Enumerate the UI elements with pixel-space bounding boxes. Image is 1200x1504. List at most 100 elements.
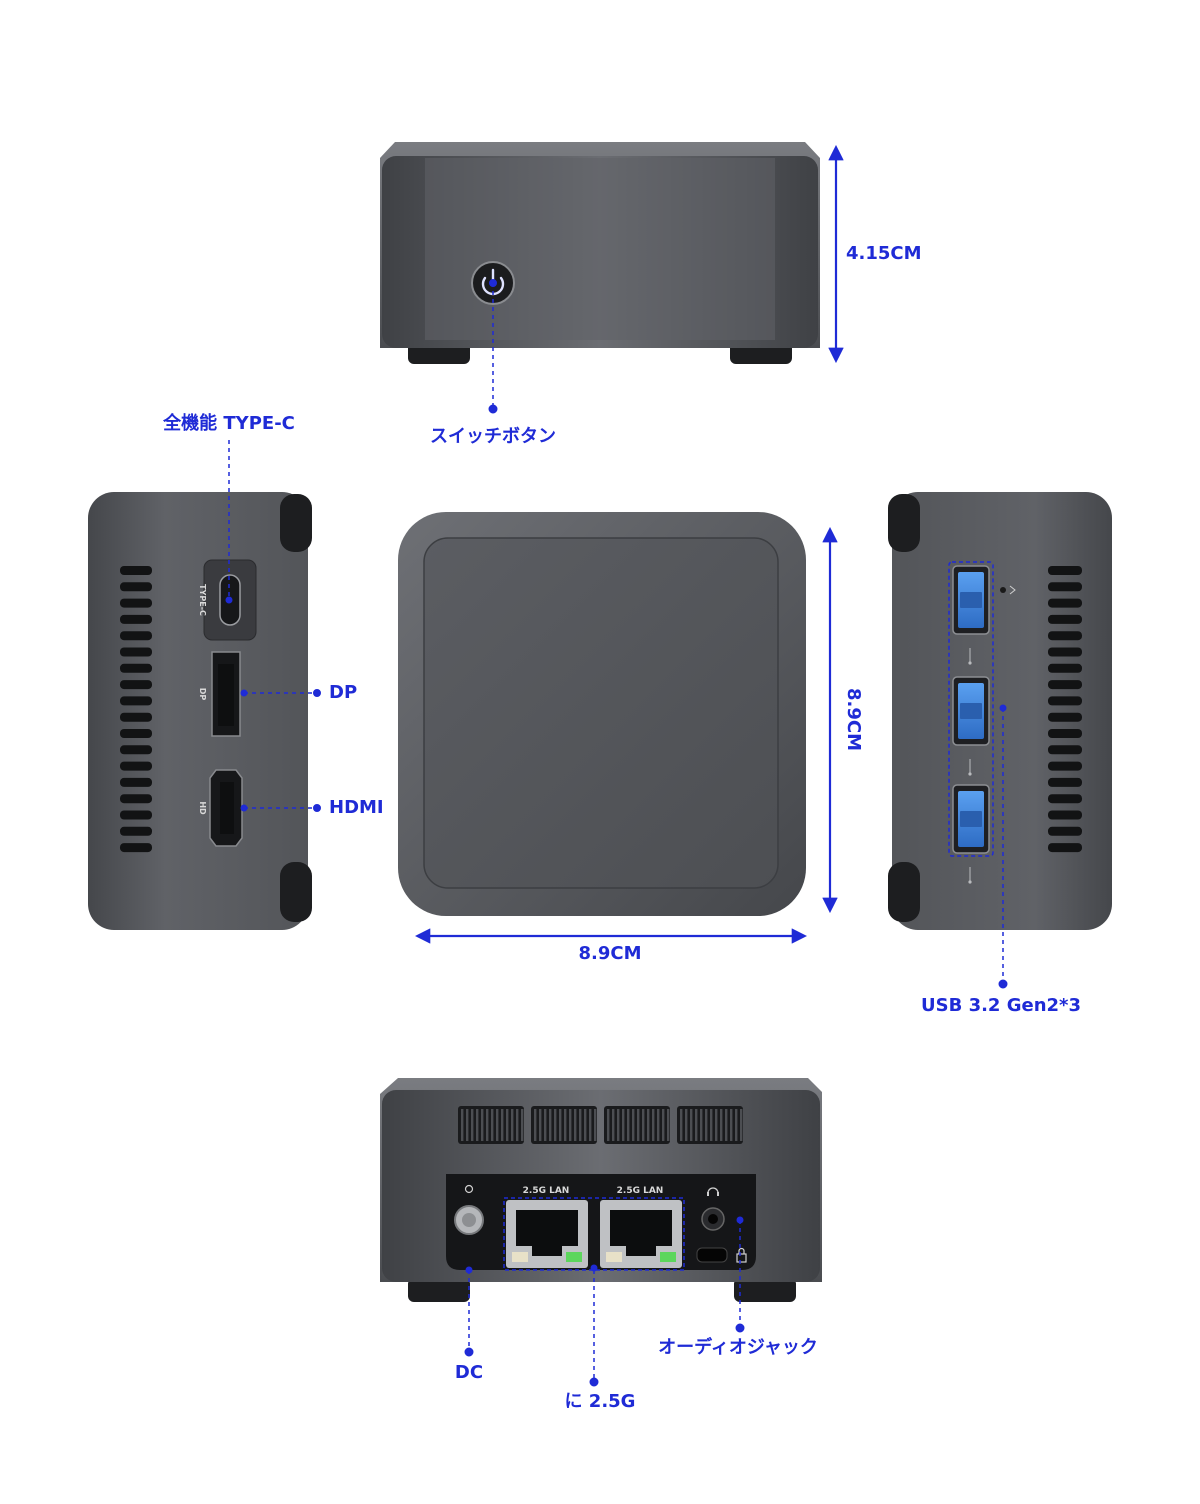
hdmi-callout-dot (240, 804, 248, 812)
hdmi-port[interactable] (209, 769, 243, 847)
vent-slot (1048, 794, 1082, 804)
usb-icon (968, 867, 972, 884)
dc-callout-dot (465, 1266, 473, 1274)
vent-slot (1048, 614, 1082, 624)
usb-callout-end (998, 979, 1008, 989)
right-side-view (888, 492, 1112, 930)
dp-port[interactable] (211, 651, 241, 737)
typec-print: TYPE-C (198, 584, 207, 616)
lock-icon (736, 1247, 747, 1263)
vent-slot (1048, 663, 1082, 673)
top-surface (423, 537, 779, 889)
left-vents (120, 566, 152, 853)
left-body (88, 492, 308, 930)
usb-ports (952, 565, 990, 884)
depth-label: 8.9CM (843, 688, 864, 752)
front-panel (425, 158, 775, 340)
vent-slot (1048, 826, 1082, 836)
kensington-lock-slot[interactable] (696, 1247, 728, 1263)
power-callout-end (488, 404, 498, 414)
vent-slot (1048, 843, 1082, 853)
dp-callout-end (313, 689, 321, 697)
audio-callout-end (735, 1323, 745, 1333)
hdmi-print: HD (198, 801, 207, 815)
vent-slot (1048, 696, 1082, 706)
left-side-view: TYPE-C DP HD (88, 492, 312, 930)
vent-slot (1048, 680, 1082, 690)
dc-callout-end (464, 1347, 474, 1357)
usb-a-port[interactable] (952, 676, 990, 746)
dc-label: DC (454, 1362, 484, 1383)
lan-callout-end (589, 1377, 599, 1387)
audio-jack[interactable] (701, 1207, 725, 1231)
vent-slot (1048, 761, 1082, 771)
typec-label: 全機能 TYPE-C (163, 413, 295, 434)
usb-label: USB 3.2 Gen2*3 (921, 995, 1081, 1016)
vent-slot (120, 810, 152, 820)
vent-slot (120, 843, 152, 853)
rear-foot-left (408, 1278, 470, 1302)
dp-print: DP (198, 688, 207, 701)
vent-slot (1048, 631, 1082, 641)
hdmi-label: HDMI (329, 797, 384, 818)
vent-slot (120, 826, 152, 836)
rear-grille-block (458, 1106, 524, 1144)
headphone-icon (707, 1187, 719, 1196)
lan-port-1[interactable] (506, 1200, 588, 1268)
usb-a-port[interactable] (952, 565, 990, 635)
vent-slot (1048, 745, 1082, 755)
right-foot-top (888, 494, 920, 552)
power-led-icon (1000, 585, 1016, 595)
vent-slot (120, 614, 152, 624)
audio-label: オーディオジャック (658, 1337, 818, 1358)
typec-callout-dot (225, 596, 233, 604)
audio-callout-dot (736, 1216, 744, 1224)
usb-highlight-box (948, 561, 994, 857)
vent-slot (1048, 729, 1082, 738)
front-view (380, 142, 820, 364)
vent-slot (120, 777, 152, 787)
usb-icon (968, 759, 972, 776)
vent-slot (120, 729, 152, 738)
vent-slot (120, 712, 152, 722)
right-foot-bottom (888, 862, 920, 922)
rear-grille-block (531, 1106, 597, 1144)
top-view (398, 512, 806, 916)
power-button-label: スイッチボタン (430, 426, 556, 447)
vent-slot (120, 582, 152, 592)
lan2-print: 2.5G LAN (617, 1186, 664, 1196)
vent-slot (1048, 777, 1082, 787)
rear-vents (458, 1106, 743, 1144)
hdmi-callout-end (313, 804, 321, 812)
vent-slot (120, 598, 152, 608)
usb-icon (968, 648, 972, 665)
vent-slot (120, 745, 152, 755)
rear-foot-right (734, 1278, 796, 1302)
vent-slot (120, 761, 152, 771)
vent-slot (120, 696, 152, 706)
width-label: 8.9CM (578, 943, 642, 964)
vent-slot (1048, 582, 1082, 592)
right-vents (1048, 566, 1082, 853)
vent-slot (120, 680, 152, 690)
lan-callout-dot (590, 1264, 598, 1272)
usb-a-port[interactable] (952, 784, 990, 854)
usb-callout-dot (999, 704, 1007, 712)
dc-jack[interactable] (454, 1205, 484, 1235)
power-callout-dot (489, 279, 497, 287)
lan-label: に 2.5G (564, 1391, 636, 1412)
lan1-print: 2.5G LAN (523, 1186, 570, 1196)
vent-slot (1048, 810, 1082, 820)
rear-view: 2.5G LAN 2.5G LAN (380, 1078, 822, 1302)
left-foot-top (280, 494, 312, 552)
lan-port-2[interactable] (600, 1200, 682, 1268)
vent-slot (1048, 647, 1082, 657)
vent-slot (1048, 712, 1082, 722)
vent-slot (1048, 566, 1082, 575)
vent-slot (120, 663, 152, 673)
rear-grille-block (604, 1106, 670, 1144)
rear-grille-block (677, 1106, 743, 1144)
vent-slot (120, 631, 152, 641)
